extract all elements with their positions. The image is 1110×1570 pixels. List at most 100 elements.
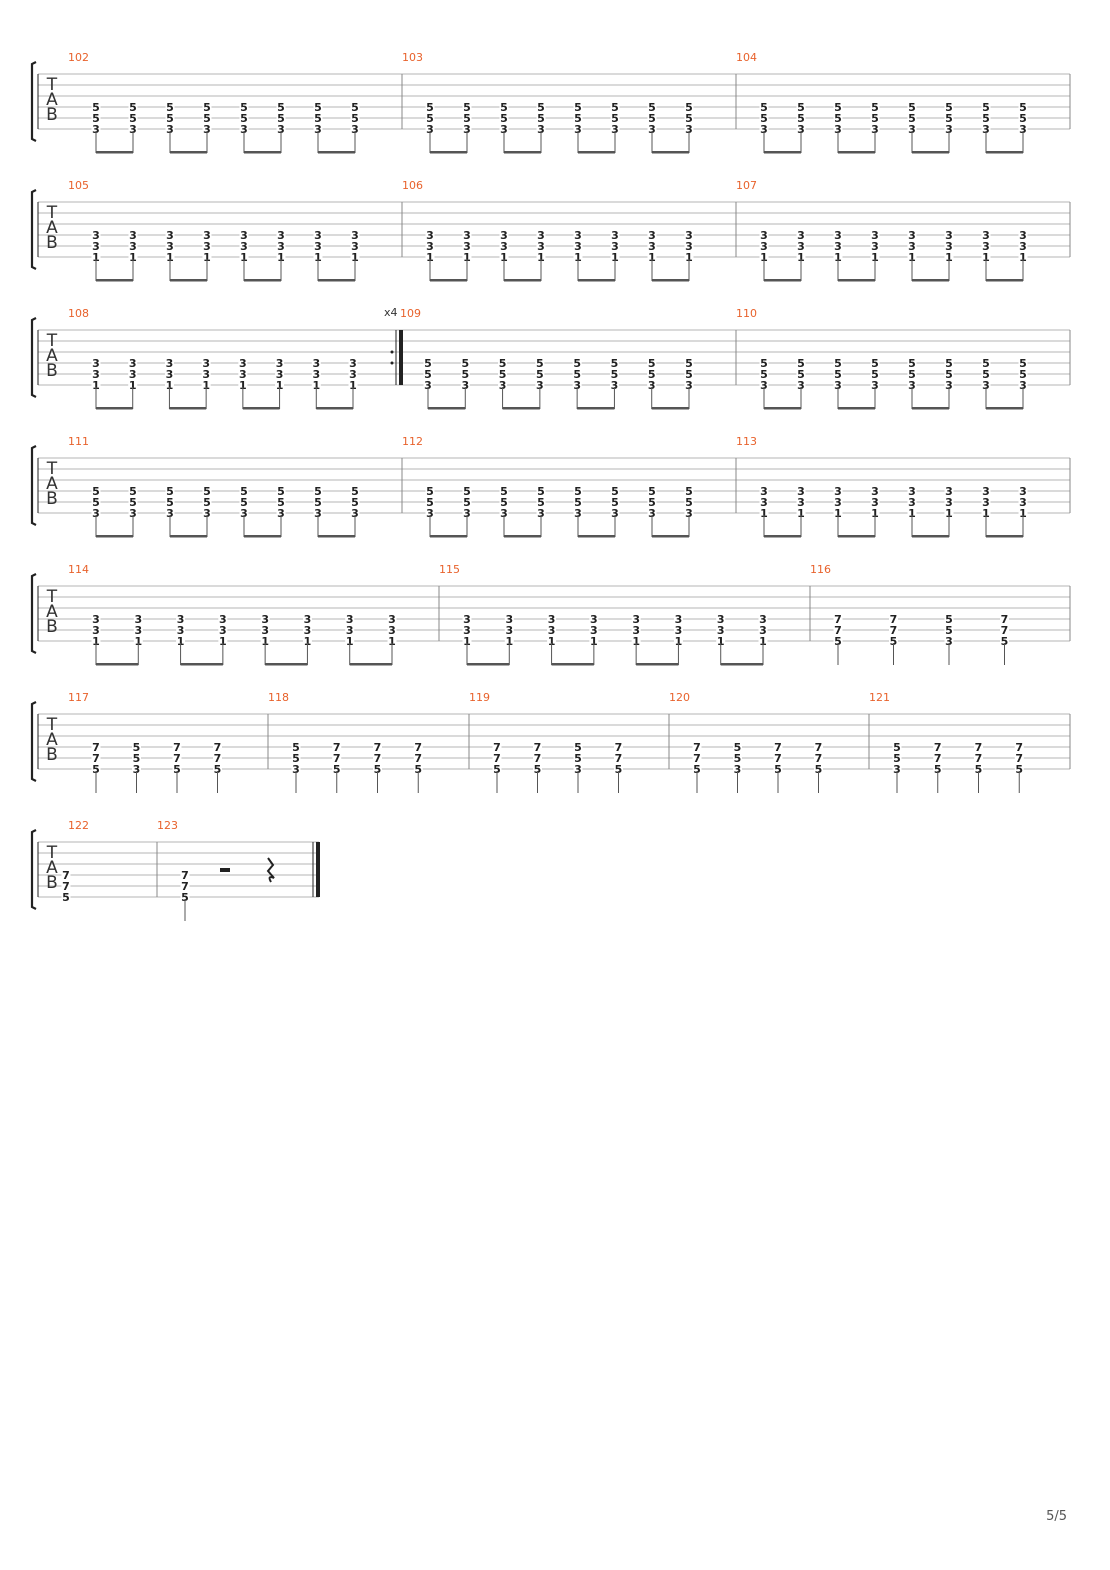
fret-bg — [291, 763, 301, 775]
beam — [265, 663, 308, 666]
fret-number: 5 — [536, 357, 544, 370]
fret-number: 5 — [685, 357, 693, 370]
fret-bg — [547, 635, 557, 647]
fret-bg — [944, 251, 954, 263]
fret-number: 3 — [240, 240, 248, 253]
chord: 553 — [128, 101, 138, 153]
fret-number: 3 — [463, 123, 471, 136]
chord: 331 — [462, 613, 472, 665]
fret-bg — [892, 763, 902, 775]
fret-number: 3 — [463, 613, 471, 626]
beam — [502, 407, 540, 410]
fret-number: 5 — [426, 485, 434, 498]
fret-number: 3 — [92, 229, 100, 242]
fret-bg — [350, 101, 360, 113]
fret-number: 5 — [734, 741, 742, 754]
fret-bg — [1018, 251, 1028, 263]
fret-number: 5 — [890, 635, 898, 648]
fret-number: 5 — [908, 368, 916, 381]
fret-bg — [165, 507, 175, 519]
chord: 553 — [423, 357, 433, 409]
fret-bg — [981, 357, 991, 369]
repeat-dot — [390, 361, 394, 365]
fret-number: 7 — [333, 752, 341, 765]
chord: 553 — [647, 357, 657, 409]
fret-number: 3 — [277, 229, 285, 242]
fret-bg — [573, 752, 583, 764]
beam — [504, 279, 541, 282]
fret-number: 3 — [611, 379, 619, 392]
fret-number: 5 — [648, 112, 656, 125]
fret-bg — [504, 613, 514, 625]
fret-bg — [180, 880, 190, 892]
beam — [430, 151, 467, 154]
beam — [764, 407, 801, 410]
fret-bg — [647, 251, 657, 263]
fret-bg — [796, 123, 806, 135]
fret-number: 5 — [797, 368, 805, 381]
fret-bg — [238, 357, 248, 369]
fret-number: 7 — [975, 741, 983, 754]
fret-number: 5 — [374, 763, 382, 776]
chord: 331 — [202, 229, 212, 281]
fret-number: 3 — [92, 357, 100, 370]
chord: 553 — [796, 357, 806, 409]
fret-number: 5 — [908, 357, 916, 370]
fret-bg — [684, 112, 694, 124]
fret-bg — [647, 112, 657, 124]
measure-number: 102 — [68, 51, 89, 64]
fret-number: 3 — [797, 496, 805, 509]
fret-bg — [536, 251, 546, 263]
beam — [430, 535, 467, 538]
fret-bg — [981, 368, 991, 380]
fret-bg — [796, 485, 806, 497]
fret-number: 5 — [760, 368, 768, 381]
fret-number: 5 — [648, 496, 656, 509]
fret-bg — [462, 123, 472, 135]
tab-clef-letter-t: T — [46, 715, 58, 735]
fret-number: 5 — [945, 101, 953, 114]
chord: 553 — [276, 101, 286, 153]
chord: 553 — [684, 357, 694, 409]
fret-bg — [536, 496, 546, 508]
fret-number: 5 — [240, 101, 248, 114]
fret-number: 7 — [493, 752, 501, 765]
chord: 775 — [91, 741, 101, 793]
fret-number: 3 — [536, 379, 544, 392]
chord: 553 — [981, 357, 991, 409]
fret-bg — [631, 613, 641, 625]
chord: 775 — [814, 741, 823, 793]
fret-bg — [814, 741, 823, 753]
fret-bg — [974, 752, 983, 764]
chord: 331 — [1018, 485, 1028, 537]
fret-bg — [933, 763, 943, 775]
fret-number: 3 — [574, 123, 582, 136]
fret-number: 5 — [277, 496, 285, 509]
fret-number: 7 — [890, 624, 898, 637]
fret-number: 5 — [834, 101, 842, 114]
fret-number: 3 — [314, 229, 322, 242]
fret-number: 3 — [314, 507, 322, 520]
fret-bg — [176, 635, 186, 647]
fret-number: 1 — [277, 251, 285, 264]
fret-bg — [201, 357, 211, 369]
chord: 553 — [499, 101, 509, 153]
fret-bg — [1018, 368, 1028, 380]
chord: 775 — [614, 741, 623, 793]
fret-number: 3 — [277, 123, 285, 136]
measure-number: 113 — [736, 435, 757, 448]
fret-number: 3 — [548, 624, 556, 637]
measure-number: 120 — [669, 691, 690, 704]
fret-number: 7 — [214, 752, 222, 765]
fret-bg — [91, 379, 101, 391]
chord: 331 — [759, 229, 769, 281]
fret-number: 5 — [945, 368, 953, 381]
fret-bg — [238, 368, 248, 380]
chord: 331 — [907, 485, 917, 537]
fret-bg — [499, 229, 509, 241]
fret-number: 3 — [908, 123, 916, 136]
fret-number: 5 — [893, 752, 901, 765]
